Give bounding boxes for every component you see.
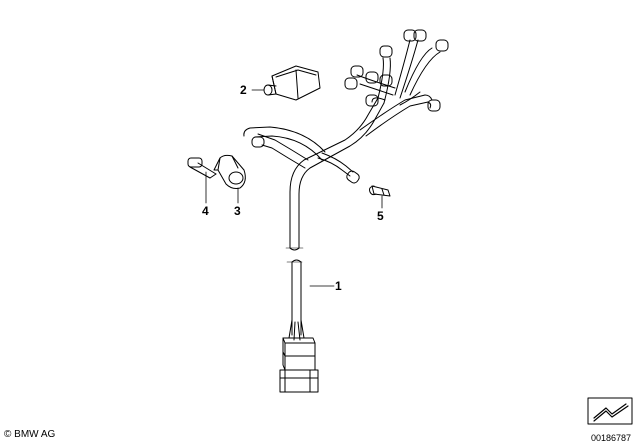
callout-part-1[interactable]: 1 xyxy=(335,279,342,293)
callout-part-4[interactable]: 4 xyxy=(202,204,209,218)
bulb[interactable] xyxy=(369,185,391,197)
callout-part-2[interactable]: 2 xyxy=(240,83,247,97)
copyright-holder: BMW AG xyxy=(14,429,56,440)
harness-plug xyxy=(279,337,319,393)
bolt[interactable] xyxy=(187,157,217,179)
harness-connectors xyxy=(344,29,449,112)
copyright-notice: © BMW AG xyxy=(4,429,55,441)
leader-lines xyxy=(205,89,383,287)
callout-part-5[interactable]: 5 xyxy=(377,209,384,223)
copyright-symbol: © xyxy=(4,429,12,440)
cable-clamp[interactable] xyxy=(213,154,246,189)
control-unit[interactable] xyxy=(263,65,321,101)
wiring-harness[interactable] xyxy=(243,29,449,393)
diagram-id: 00186787 xyxy=(591,433,632,443)
bent-arrow-icon[interactable] xyxy=(587,397,633,425)
callout-part-3[interactable]: 3 xyxy=(234,204,241,218)
